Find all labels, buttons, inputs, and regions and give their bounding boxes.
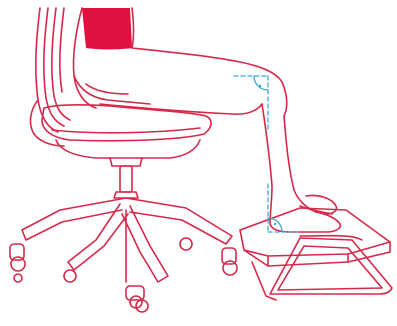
caster-back (180, 238, 192, 250)
chair-gas-lift (114, 166, 138, 198)
caster-front-left (64, 270, 76, 282)
person-arm (74, 76, 150, 104)
shirt-fill (82, 8, 132, 50)
person-lower-leg (262, 104, 316, 224)
chair-backrest (31, 8, 70, 146)
person-thigh (100, 48, 287, 116)
chair-casters (10, 238, 237, 312)
footrest (240, 208, 390, 300)
chair-seat (42, 105, 211, 166)
chair-star-base (22, 198, 232, 282)
knee-angle-guide (234, 76, 268, 130)
